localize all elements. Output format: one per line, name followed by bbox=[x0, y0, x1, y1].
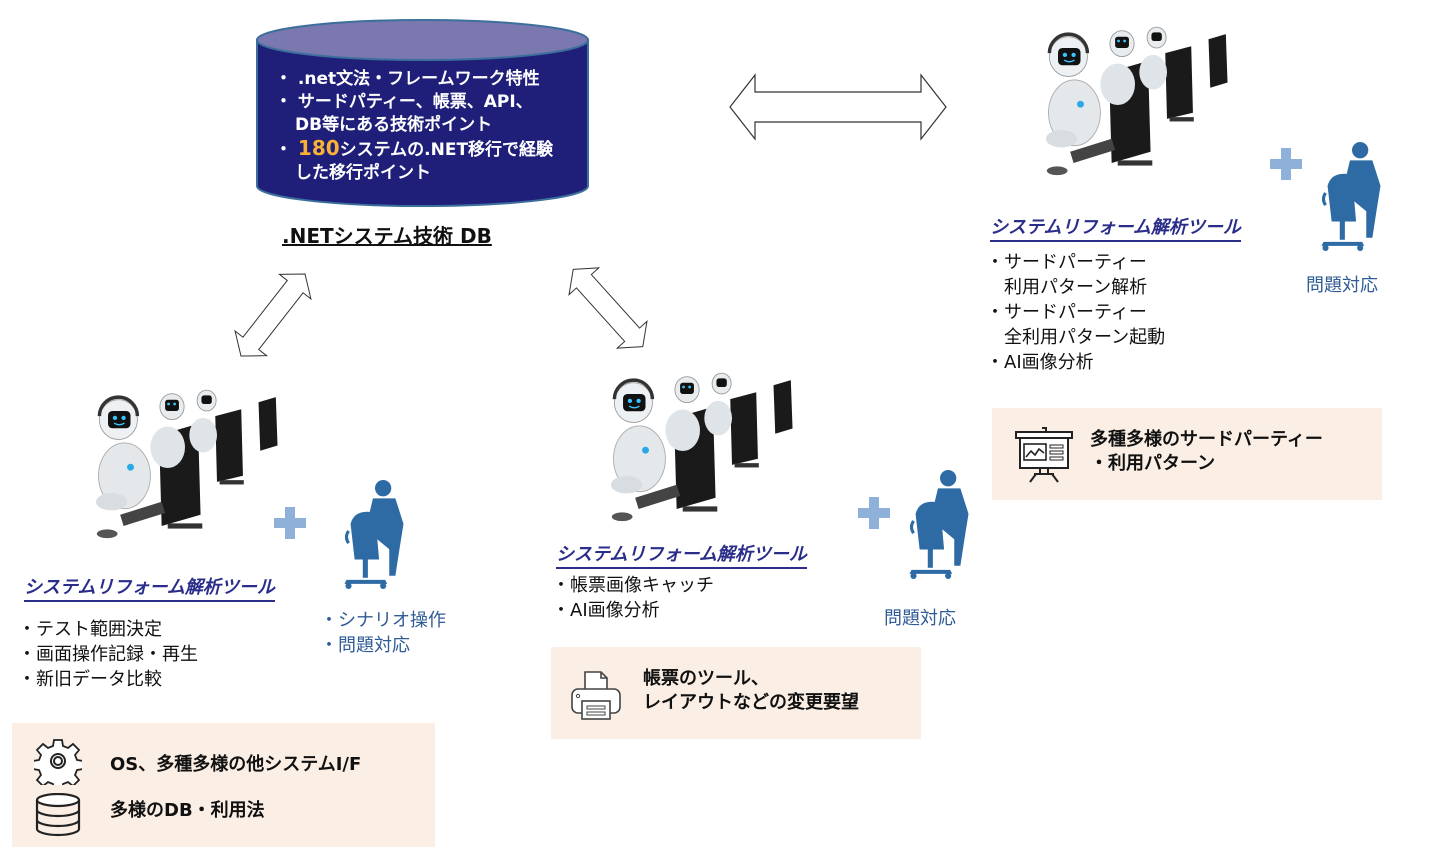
db-item: した移行ポイント bbox=[295, 163, 431, 183]
printer-icon bbox=[571, 671, 621, 720]
requirements-box: 帳票のツール、 レイアウトなどの変更要望 bbox=[551, 647, 921, 739]
tool-title: システムリフォーム解析ツール bbox=[556, 540, 807, 569]
feature-item: ・テスト範囲決定 bbox=[18, 619, 162, 640]
feature-item: ・サードパーティー bbox=[986, 302, 1147, 323]
db-item: ・ 180システムの.NET移行で経験 bbox=[275, 136, 554, 161]
feature-item: ・サードパーティー bbox=[986, 252, 1147, 273]
plus-icon bbox=[274, 507, 306, 539]
feature-item: ・新旧データ比較 bbox=[18, 669, 162, 690]
box-item-label: OS、多種多様の他システムI/F bbox=[110, 754, 362, 775]
robot-illustration bbox=[609, 371, 795, 523]
presentation-chart-icon bbox=[1015, 427, 1073, 483]
box-item-label: 多様のDB・利用法 bbox=[110, 800, 265, 821]
gear-icon bbox=[34, 739, 82, 785]
plus-icon bbox=[858, 497, 890, 529]
businessman-icon bbox=[907, 468, 971, 580]
feature-item: ・帳票画像キャッチ bbox=[552, 575, 714, 596]
box-label: 多種多様のサードパーティー ・利用パターン bbox=[1090, 429, 1323, 474]
db-item: ・ .net文法・フレームワーク特性 bbox=[275, 69, 540, 89]
human-task-list: ・シナリオ操作 ・問題対応 bbox=[320, 608, 446, 658]
db-item: ・ サードパティー、帳票、API、 bbox=[275, 92, 533, 112]
human-task: 問題対応 bbox=[884, 608, 956, 629]
db-item: DB等にある技術ポイント bbox=[295, 115, 493, 135]
businessman-icon bbox=[342, 478, 406, 590]
database-icon bbox=[35, 793, 81, 837]
tool-title: システムリフォーム解析ツール bbox=[990, 213, 1241, 242]
feature-list: ・サードパーティー 利用パターン解析 ・サードパーティー 全利用パターン起動 ・… bbox=[986, 250, 1165, 375]
human-task-item: ・シナリオ操作 bbox=[320, 610, 446, 631]
feature-item: ・AI画像分析 bbox=[986, 352, 1094, 373]
human-task-item: ・問題対応 bbox=[320, 635, 410, 656]
plus-icon bbox=[1270, 148, 1302, 180]
human-task: 問題対応 bbox=[1306, 275, 1378, 296]
feature-item: ・画面操作記録・再生 bbox=[18, 644, 198, 665]
highlight-number: 180 bbox=[297, 136, 340, 160]
feature-item: ・AI画像分析 bbox=[552, 600, 660, 621]
feature-list: ・帳票画像キャッチ ・AI画像分析 bbox=[552, 573, 714, 623]
database-content: ・ .net文法・フレームワーク特性 ・ サードパティー、帳票、API、 DB等… bbox=[275, 68, 595, 185]
feature-item: 利用パターン解析 bbox=[986, 277, 1148, 298]
requirements-box: 多種多様のサードパーティー ・利用パターン bbox=[992, 408, 1382, 500]
double-arrow-icon bbox=[234, 273, 312, 357]
requirements-box: OS、多種多様の他システムI/F 多様のDB・利用法 bbox=[12, 723, 435, 847]
db-caption: .NETシステム技術 DB bbox=[282, 224, 492, 248]
businessman-icon bbox=[1319, 140, 1383, 252]
feature-item: 全利用パターン起動 bbox=[986, 327, 1166, 348]
robot-illustration bbox=[1044, 25, 1230, 177]
robot-illustration bbox=[94, 388, 280, 540]
double-arrow-icon bbox=[729, 73, 947, 141]
tool-title: システムリフォーム解析ツール bbox=[24, 573, 275, 602]
double-arrow-icon bbox=[568, 267, 648, 349]
database-cylinder bbox=[256, 19, 589, 208]
feature-list: ・テスト範囲決定 ・画面操作記録・再生 ・新旧データ比較 bbox=[18, 617, 198, 692]
box-label: 帳票のツール、 レイアウトなどの変更要望 bbox=[643, 668, 859, 713]
